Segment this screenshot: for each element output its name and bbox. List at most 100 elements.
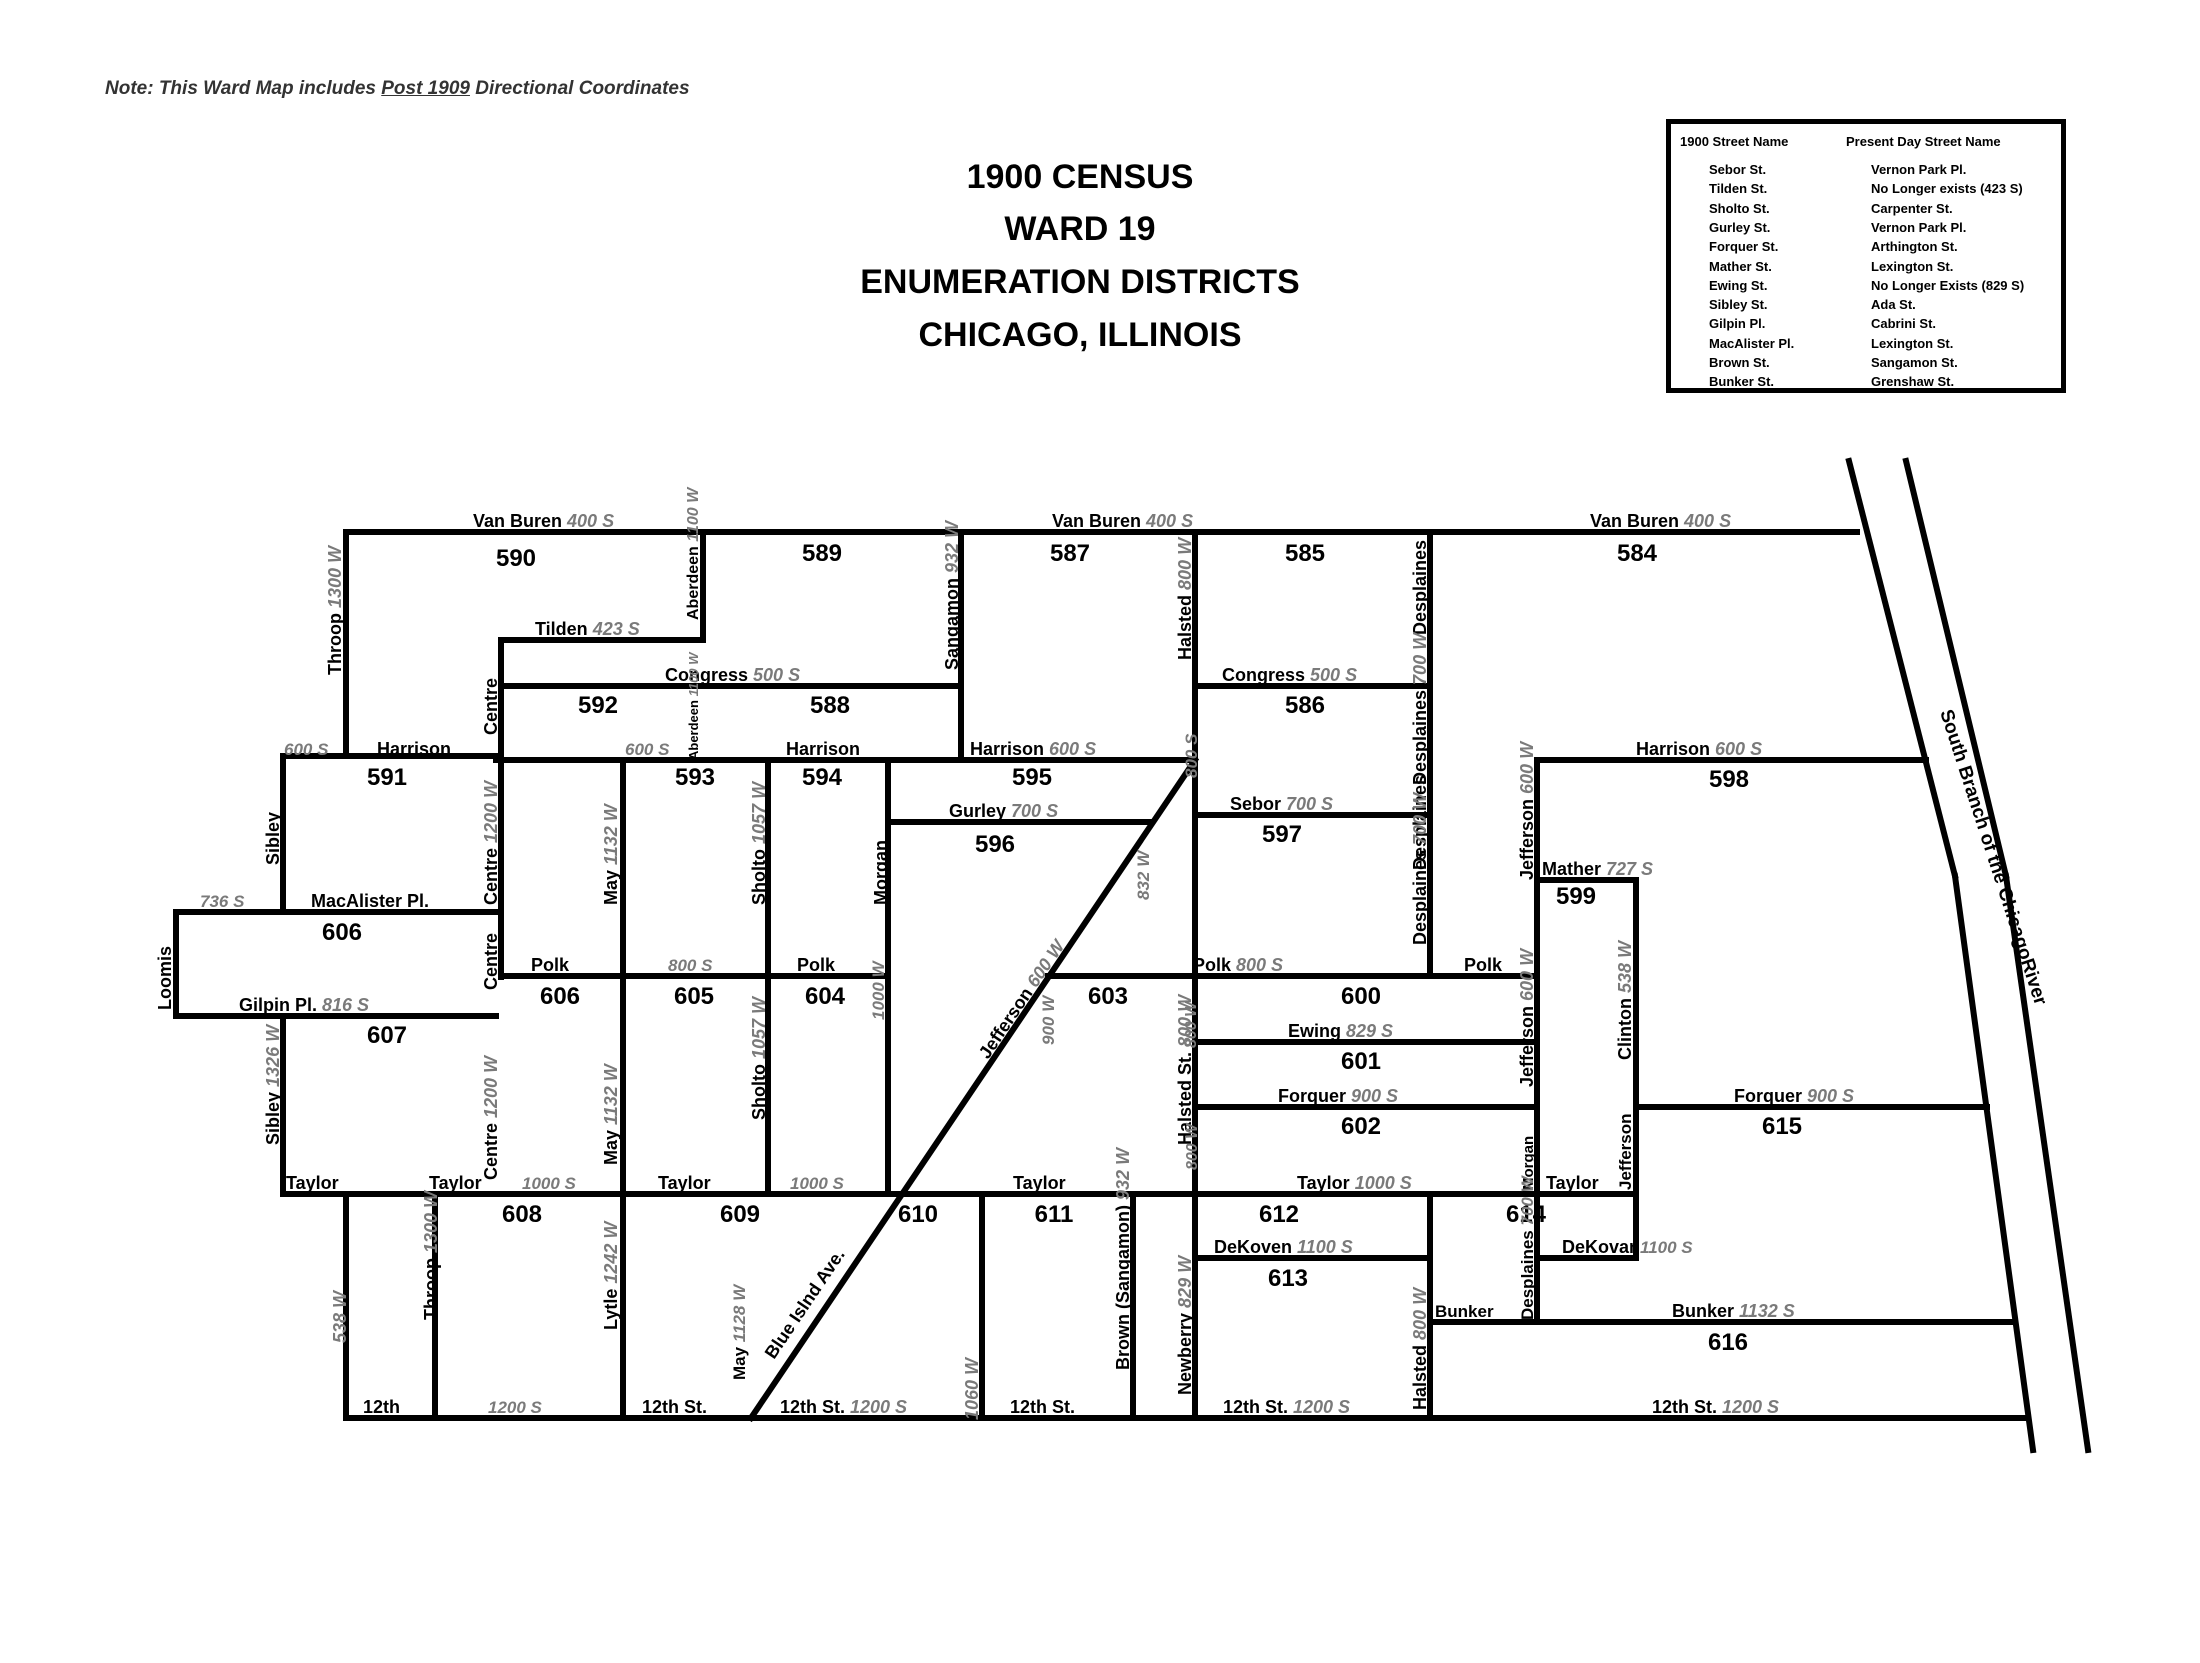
street-name: Harrison — [970, 739, 1044, 759]
title-line-4: CHICAGO, ILLINOIS — [918, 316, 1242, 354]
street-name: Centre — [481, 848, 501, 905]
district-number: 590 — [496, 545, 536, 572]
street-label: 12th St. 1200 S — [1652, 1397, 1779, 1417]
district-number: 607 — [367, 1022, 407, 1049]
street-name: Aberdeen — [686, 700, 701, 760]
street-coordinate: 700 S — [1006, 801, 1058, 821]
street-label: Desplaines 700 W — [1518, 1174, 1537, 1320]
street-name: 12th St. — [1223, 1397, 1288, 1417]
street-label: Centre 1200 W — [481, 1054, 501, 1180]
street-label: Sholto 1057 W — [749, 780, 769, 905]
street-coordinate: 600 S — [1710, 739, 1762, 759]
street-name: May — [601, 870, 621, 905]
street-coordinate: 400 S — [1679, 511, 1731, 531]
street-label: Sebor 700 S — [1230, 794, 1333, 814]
street-name: Taylor — [1546, 1173, 1599, 1193]
street-coordinate: 1200 W — [481, 1054, 501, 1123]
street-name: Centre — [481, 1123, 501, 1180]
street-label: Harrison — [377, 739, 451, 759]
map-note: Note: This Ward Map includes Post 1909 D… — [105, 78, 690, 99]
street-name: Gilpin Pl. — [239, 995, 317, 1015]
district-number: 603 — [1088, 983, 1128, 1010]
legend-old-name: Tilden St. — [1709, 181, 1768, 197]
street-label: Bunker — [1435, 1302, 1494, 1321]
street-label: 12th St. 1200 S — [1223, 1397, 1350, 1417]
street-name: Desplaines — [1410, 775, 1430, 870]
street-name: Centre — [481, 933, 501, 990]
street-name: Sebor — [1230, 794, 1281, 814]
street-label: Taylor — [658, 1173, 711, 1193]
street-label: Centre — [481, 933, 501, 990]
river-bank-west — [1951, 872, 2037, 1454]
district-number: 606 — [322, 919, 362, 946]
street-label: 800 S — [668, 956, 713, 975]
street-label: Taylor — [1013, 1173, 1066, 1193]
street-label: Polk — [531, 955, 570, 975]
street-name: Sangamon — [942, 578, 962, 670]
street-name: 12th — [363, 1397, 400, 1417]
street-name: Lytle — [601, 1289, 621, 1330]
street-label: Sholto 1057 W — [749, 995, 769, 1120]
legend-header-new: Present Day Street Name — [1846, 134, 2001, 149]
street-name: Van Buren — [473, 511, 562, 531]
street-label: Gurley 700 S — [949, 801, 1058, 821]
street-label: Jefferson — [1616, 1113, 1635, 1190]
street-label: Lytle 1242 W — [601, 1220, 621, 1330]
street-name: Brown (Sangamon) — [1113, 1205, 1133, 1370]
legend-old-name: MacAlister Pl. — [1709, 335, 1795, 351]
street-name: Throop — [325, 613, 345, 675]
district-number: 587 — [1050, 540, 1090, 567]
street-coordinate: 800 W — [1184, 1122, 1201, 1170]
street-coordinate: 600 W — [1517, 740, 1537, 799]
street-name: Polk — [1464, 955, 1503, 975]
street-name: Taylor — [286, 1173, 339, 1193]
street-name: Desplaines — [1518, 1230, 1537, 1320]
district-number: 615 — [1762, 1113, 1802, 1140]
street-coordinate: 400 S — [562, 511, 614, 531]
legend-old-name: Gilpin Pl. — [1709, 316, 1766, 332]
street-coordinate: 1200 S — [845, 1397, 907, 1417]
legend-old-name: Sholto St. — [1709, 200, 1770, 216]
street-coordinate: 700 S — [1281, 794, 1333, 814]
street-name: Harrison — [1636, 739, 1710, 759]
legend-new-name: Ada St. — [1871, 297, 1916, 313]
street-name: Bunker — [1672, 1301, 1734, 1321]
street-name: 12th St. — [1010, 1397, 1075, 1417]
legend-new-name: Cabrini St. — [1871, 316, 1937, 332]
street-coordinate: 1100 W — [685, 486, 702, 546]
street-label: 600 S — [284, 740, 329, 759]
street-coordinate: 1000 S — [790, 1174, 845, 1193]
street-label: Morgan — [1520, 1136, 1537, 1190]
street-label: Clinton 538 W — [1615, 939, 1635, 1060]
district-number: 588 — [810, 692, 850, 719]
district-number: 592 — [578, 692, 618, 719]
street-label: 538 W — [330, 1289, 350, 1343]
legend-new-name: No Longer Exists (829 S) — [1871, 277, 2025, 293]
legend-new-name: Lexington St. — [1871, 335, 1954, 351]
street-name: Polk — [1193, 955, 1232, 975]
street-name: Taylor — [429, 1173, 482, 1193]
street-label: Taylor — [286, 1173, 339, 1193]
street-coordinate: 600 W — [1517, 947, 1537, 1006]
street-name: DeKoven — [1214, 1237, 1292, 1257]
street-coordinate: 1100 S — [1292, 1237, 1353, 1257]
street-coordinate: 800 S — [1182, 733, 1201, 778]
legend-new-name: No Longer exists (423 S) — [1871, 181, 2023, 197]
street-label: Van Buren 400 S — [1052, 511, 1193, 531]
street-name: Halsted St. — [1175, 1052, 1195, 1145]
street-label: Desplaines — [1410, 540, 1430, 635]
street-coordinate: 1326 W — [263, 1023, 283, 1092]
street-label: Taylor 1000 S — [1297, 1173, 1412, 1193]
street-coordinate: 1300 W — [325, 544, 345, 613]
legend-old-name: Gurley St. — [1709, 219, 1771, 235]
street-coordinate: 829 W — [1175, 1254, 1195, 1313]
street-name: Taylor — [658, 1173, 711, 1193]
street-coordinate: 1000 W — [869, 959, 888, 1020]
street-label: 1100 S — [1640, 1238, 1693, 1257]
street-name: Centre — [481, 678, 501, 735]
district-number: 608 — [502, 1201, 542, 1228]
street-label: 1000 S — [522, 1174, 577, 1193]
street-label: Halsted 800 W — [1410, 1286, 1430, 1410]
district-number: 610 — [898, 1201, 938, 1228]
street-coordinate: 1000 S — [1350, 1173, 1412, 1193]
